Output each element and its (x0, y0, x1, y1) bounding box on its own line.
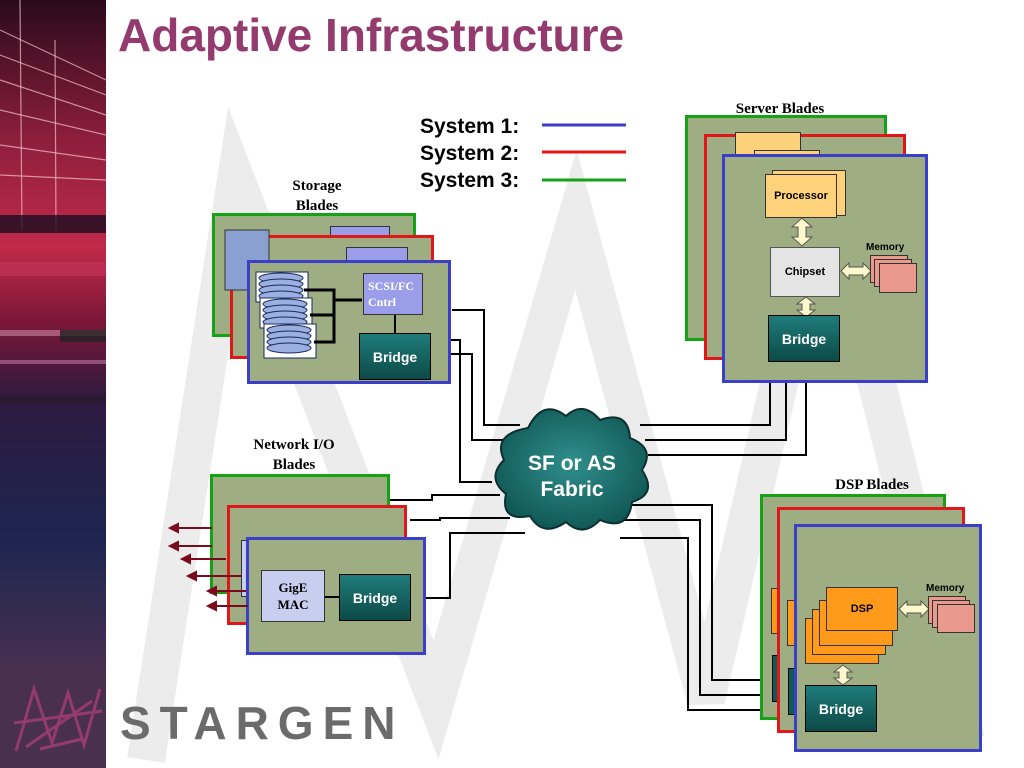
dsp-bridge-arrow-icon (832, 664, 854, 686)
network-mac-line-1: GigE (278, 580, 308, 595)
legend-label-system-3: System 3: (420, 169, 520, 192)
dsp-memory-arrow-icon (898, 599, 930, 619)
storage-controller-line-1: SCSI/FC (368, 279, 415, 293)
stargen-logo-icon (13, 683, 103, 752)
chipset-memory-arrow-icon (840, 261, 872, 281)
legend-label-system-1: System 1: (420, 115, 520, 138)
server-chipset: Chipset (770, 247, 840, 297)
fabric-label-line-2: Fabric (540, 478, 604, 501)
network-bridge: Bridge (339, 574, 411, 621)
controller-bridge-link (394, 315, 396, 333)
network-blades-heading: Network I/O Blades (236, 435, 352, 475)
storage-bridge: Bridge (359, 333, 431, 380)
network-heading-line-2: Blades (272, 457, 316, 473)
bridge-cables-icon (0, 0, 106, 231)
slide-title: Adaptive Infrastructure (118, 9, 625, 61)
dsp-blades-heading: DSP Blades (835, 477, 909, 493)
dsp-memory-label: Memory (926, 583, 965, 594)
processor-chipset-arrow-icon (790, 217, 814, 247)
legend-swatches (542, 123, 626, 182)
storage-blades-heading: Storage Blades (272, 176, 362, 216)
network-mac-line-2: MAC (277, 597, 309, 612)
network-port-arrows-icon (168, 522, 248, 612)
dsp-memory-chip-3 (937, 604, 975, 633)
network-heading-line-1: Network I/O (253, 437, 335, 453)
server-processor: Processor (765, 174, 837, 218)
legend-label-system-2: System 2: (420, 142, 520, 165)
mac-bridge-link (325, 596, 341, 598)
fabric-cloud-icon (494, 408, 650, 531)
storage-heading-line-1: Storage (292, 178, 342, 194)
dsp-bridge: Bridge (805, 685, 877, 732)
storage-controller-line-2: Cntrl (368, 295, 396, 309)
server-blades-heading: Server Blades (735, 101, 825, 117)
storage-controller: SCSI/FC Cntrl (363, 273, 423, 315)
network-gige-mac: GigE MAC (261, 570, 325, 622)
server-bridge: Bridge (768, 315, 840, 362)
dsp-processor: DSP (826, 587, 898, 631)
storage-heading-line-2: Blades (295, 198, 339, 214)
brand-wordmark: STARGEN (120, 697, 405, 749)
server-memory-chip-3 (879, 263, 917, 293)
photo-strip (0, 0, 106, 768)
fabric-label-line-1: SF or AS (528, 452, 616, 475)
server-memory-label: Memory (866, 242, 905, 253)
fabric-label: SF or AS Fabric (500, 451, 644, 503)
disk-stack-icon (255, 271, 362, 359)
